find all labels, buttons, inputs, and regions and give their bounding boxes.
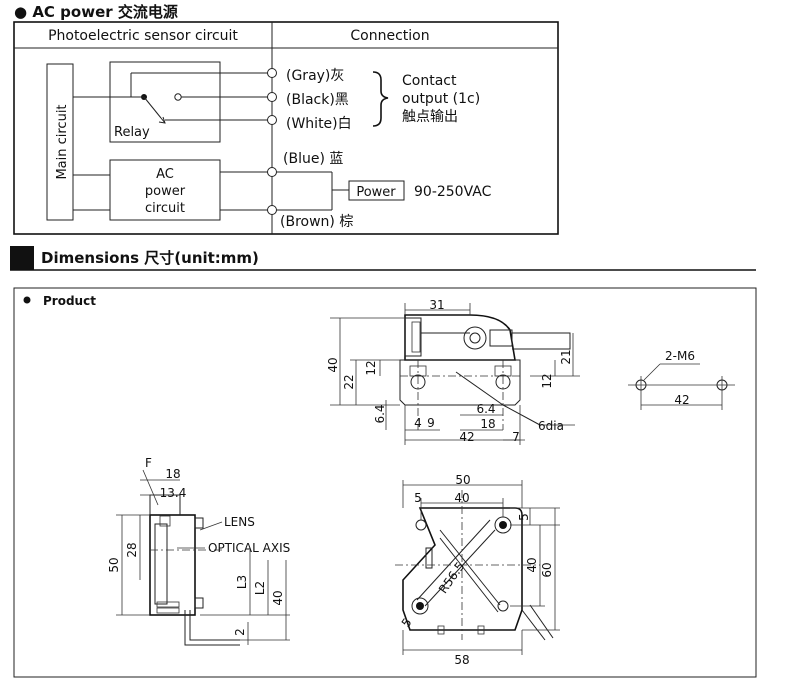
- dim-6dia: 6dia: [538, 419, 564, 433]
- dim-42-top: 42: [459, 430, 474, 444]
- ac-block-line3: circuit: [145, 201, 185, 216]
- dim-40-side: 40: [271, 590, 285, 605]
- dim-5-bottom: 5: [399, 616, 415, 630]
- dim-31: 31: [429, 298, 444, 312]
- voltage-label: 90-250VAC: [414, 184, 492, 200]
- dim-40-bracket-v: 40: [525, 557, 539, 572]
- wire-blue: (Blue) 蓝: [283, 151, 343, 167]
- top-view-drawing: [330, 303, 580, 445]
- relay-block: [109, 61, 221, 143]
- contact-output-line1: Contact: [402, 73, 457, 89]
- wire-white: (White)白: [286, 116, 352, 132]
- bracket-drawing: [395, 480, 560, 655]
- col-connection-header: Connection: [350, 28, 429, 44]
- dim-l2: L2: [253, 581, 267, 595]
- dim-13-4: 13.4: [160, 486, 187, 500]
- dim-28: 28: [125, 542, 139, 557]
- contact-brace: [372, 71, 389, 127]
- dimensions-marker: [10, 246, 34, 270]
- dim-4: 4: [414, 416, 422, 430]
- dimensions-title: Dimensions 尺寸(unit:mm): [41, 249, 259, 267]
- dim-2: 2: [233, 628, 247, 636]
- dim-r56-5: R56.5: [436, 559, 468, 596]
- ac-power-circuit-block: [109, 159, 221, 221]
- col-circuit-header: Photoelectric sensor circuit: [48, 28, 238, 44]
- wire-gray: (Gray)灰: [286, 68, 344, 84]
- terminal-gray: [267, 68, 277, 78]
- dim-9: 9: [427, 416, 435, 430]
- mount-dim-42: 42: [674, 393, 689, 407]
- optical-axis-label: OPTICAL AXIS: [208, 541, 290, 555]
- relay-label: Relay: [114, 125, 150, 140]
- top-view-dimensions: 31 40 22 12 21 12 6.4 4 9 6.4 18 42 7 6d…: [326, 298, 573, 444]
- dim-5-right: 5: [517, 513, 531, 521]
- dim-f: F: [145, 456, 152, 470]
- dim-40-top: 40: [326, 357, 340, 372]
- wiring-table: Photoelectric sensor circuit Connection …: [13, 21, 559, 235]
- bracket-dimensions: 50 5 40 5 40 60 R56.5 5 58: [399, 473, 554, 667]
- mounting-holes-drawing: 2-M6 42: [628, 349, 735, 410]
- product-frame: [13, 287, 757, 678]
- dim-50-side: 50: [107, 557, 121, 572]
- main-circuit-block: [46, 63, 74, 221]
- contact-output-line2: output (1c): [402, 91, 480, 107]
- dim-l3: L3: [235, 575, 249, 589]
- dim-40-bracket-h: 40: [454, 491, 469, 505]
- dim-5-top: 5: [414, 491, 422, 505]
- terminal-brown: [267, 205, 277, 215]
- dim-18-side: 18: [165, 467, 180, 481]
- dim-6-4-left: 6.4: [373, 404, 387, 423]
- dim-50-bracket: 50: [455, 473, 470, 487]
- power-box: [348, 180, 405, 201]
- lens-label: LENS: [224, 515, 255, 529]
- wire-brown: (Brown) 棕: [280, 214, 353, 230]
- dim-12-right: 12: [540, 373, 554, 388]
- dim-60: 60: [540, 562, 554, 577]
- power-label: Power: [356, 185, 396, 200]
- dim-21: 21: [559, 349, 573, 364]
- mount-2-m6: 2-M6: [665, 349, 695, 363]
- dim-6-4-right: 6.4: [476, 402, 495, 416]
- terminal-blue: [267, 167, 277, 177]
- dim-58: 58: [454, 653, 469, 667]
- dim-22: 22: [342, 374, 356, 389]
- ac-block-line2: power: [145, 184, 186, 199]
- product-label: Product: [43, 294, 96, 308]
- main-circuit-label: Main circuit: [55, 104, 70, 179]
- side-view-drawing: [116, 469, 290, 646]
- contact-output-line3: 触点输出: [402, 109, 458, 125]
- side-view-dimensions: F 18 13.4 50 28 LENS OPTICAL AXIS L3 L2 …: [107, 456, 290, 636]
- ac-block-line1: AC: [156, 167, 174, 182]
- dim-18-top: 18: [480, 417, 495, 431]
- dim-7: 7: [512, 430, 520, 444]
- dim-12-left: 12: [364, 360, 378, 375]
- terminal-white: [267, 115, 277, 125]
- ac-power-title: ● AC power 交流电源: [14, 3, 178, 21]
- terminal-black: [267, 92, 277, 102]
- wire-black: (Black)黑: [286, 92, 349, 108]
